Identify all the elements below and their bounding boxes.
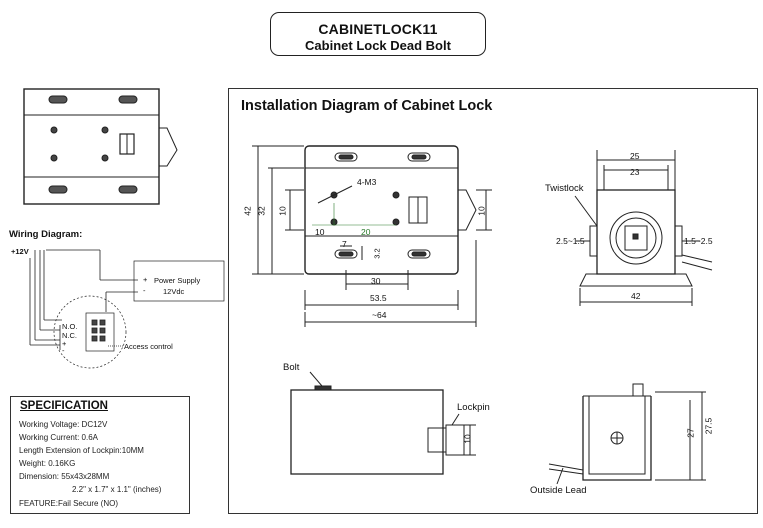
model-title: CABINETLOCK11 <box>318 21 438 37</box>
lockpin-label: Lockpin <box>457 402 490 413</box>
dim-left-range: 2.5~1.5 <box>556 236 585 246</box>
power-supply-voltage: 12Vdc <box>163 287 185 296</box>
dim-10-width: 10 <box>315 227 325 237</box>
wiring-minus-label: - <box>62 346 65 355</box>
dim-20: 20 <box>361 227 371 237</box>
spec-line: Dimension: 55x43x28MM <box>19 472 110 481</box>
dim-42-side: 42 <box>631 291 641 301</box>
twistlock-label: Twistlock <box>545 183 584 194</box>
side-view-drawing <box>574 150 713 306</box>
wiring-diagram <box>29 249 225 369</box>
spec-line: Working Voltage: DC12V <box>19 420 108 429</box>
dim-lockpin-10: 10 <box>462 434 473 444</box>
dim-32: 32 <box>256 206 267 216</box>
outside-lead-label: Outside Lead <box>530 485 587 496</box>
lead-view-drawing <box>548 383 706 485</box>
wiring-nc-label: N.C. <box>62 331 77 340</box>
dim-30: 30 <box>371 276 381 286</box>
wiring-plus-label: + <box>62 339 67 348</box>
screw-label: 4-M3 <box>357 177 377 187</box>
dim-7: 7 <box>342 239 347 249</box>
power-supply-plus: + <box>143 275 148 284</box>
dim-right-range: 1.5~2.5 <box>684 236 713 246</box>
wiring-plus-12v: +12V <box>11 247 29 256</box>
title-box: CABINETLOCK11 Cabinet Lock Dead Bolt <box>270 12 486 56</box>
specification-title: SPECIFICATION <box>20 400 108 412</box>
dim-27: 27 <box>685 428 696 438</box>
dim-53-5: 53.5 <box>370 293 387 303</box>
spec-line: Weight: 0.16KG <box>19 459 76 468</box>
installation-frame <box>228 88 758 514</box>
dim-25: 25 <box>630 151 640 161</box>
spec-line: Working Current: 0.6A <box>19 433 98 442</box>
dim-27-5: 27.5 <box>703 417 714 435</box>
wiring-diagram-title: Wiring Diagram: <box>9 229 83 240</box>
dim-10-right: 10 <box>476 206 487 216</box>
power-supply-label: Power Supply <box>154 276 201 285</box>
spec-line: Length Extension of Lockpin:10MM <box>19 446 144 455</box>
access-control-label: Access control <box>124 342 173 351</box>
dim-42: 42 <box>242 206 253 216</box>
product-top-view <box>23 88 178 205</box>
spec-line: FEATURE:Fail Secure (NO) <box>19 499 118 508</box>
model-subtitle: Cabinet Lock Dead Bolt <box>305 38 451 53</box>
spec-line: 2.2" x 1.7" x 1.1" (inches) <box>72 485 162 494</box>
dim-3-2: 3.2 <box>372 248 382 259</box>
front-view-drawing <box>252 145 492 327</box>
dim-23: 23 <box>630 167 640 177</box>
bolt-label: Bolt <box>283 362 300 373</box>
dim-10-left: 10 <box>277 206 288 216</box>
installation-title: Installation Diagram of Cabinet Lock <box>241 98 493 114</box>
specification-box <box>10 396 190 514</box>
bolt-view-drawing <box>290 371 476 475</box>
wiring-no-label: N.O. <box>62 322 78 331</box>
power-supply-minus: - <box>143 286 146 295</box>
dim-64: ~64 <box>372 310 387 320</box>
